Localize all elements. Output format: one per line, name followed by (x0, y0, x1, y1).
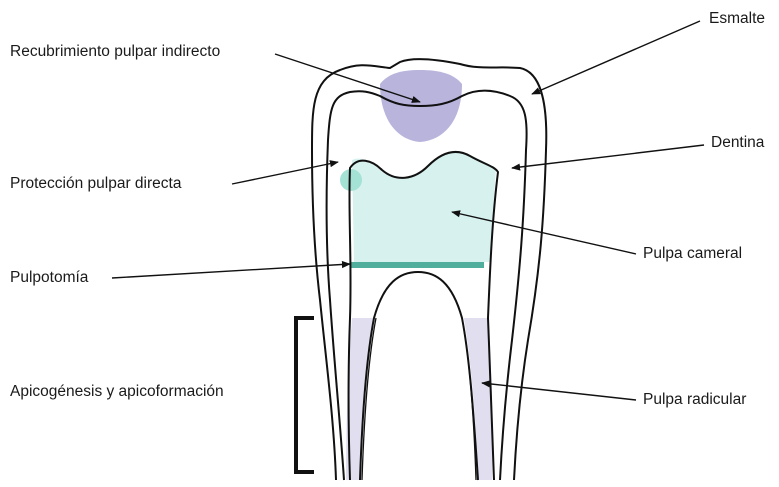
label-dentina: Dentina (711, 135, 764, 151)
label-pulpa-radicular: Pulpa radicular (643, 392, 746, 408)
label-esmalte: Esmalte (709, 11, 765, 27)
label-proteccion: Protección pulpar directa (10, 176, 181, 192)
arrow-pulpotomia (112, 264, 350, 278)
cameral-pulp (352, 151, 496, 262)
apex-bracket (296, 318, 314, 472)
label-recubrimiento: Recubrimiento pulpar indirecto (10, 44, 220, 60)
direct-capping-dot (340, 169, 362, 191)
arrow-proteccion (232, 162, 338, 184)
label-apicogenesis: Apicogénesis y apicoformación (10, 384, 224, 400)
label-pulpotomia: Pulpotomía (10, 270, 88, 286)
furcation-outline (360, 272, 478, 480)
arrow-esmalte (532, 21, 700, 94)
arrow-dentina (512, 145, 704, 168)
label-pulpa-cameral: Pulpa cameral (643, 246, 742, 262)
pulpotomy-band (350, 262, 484, 268)
